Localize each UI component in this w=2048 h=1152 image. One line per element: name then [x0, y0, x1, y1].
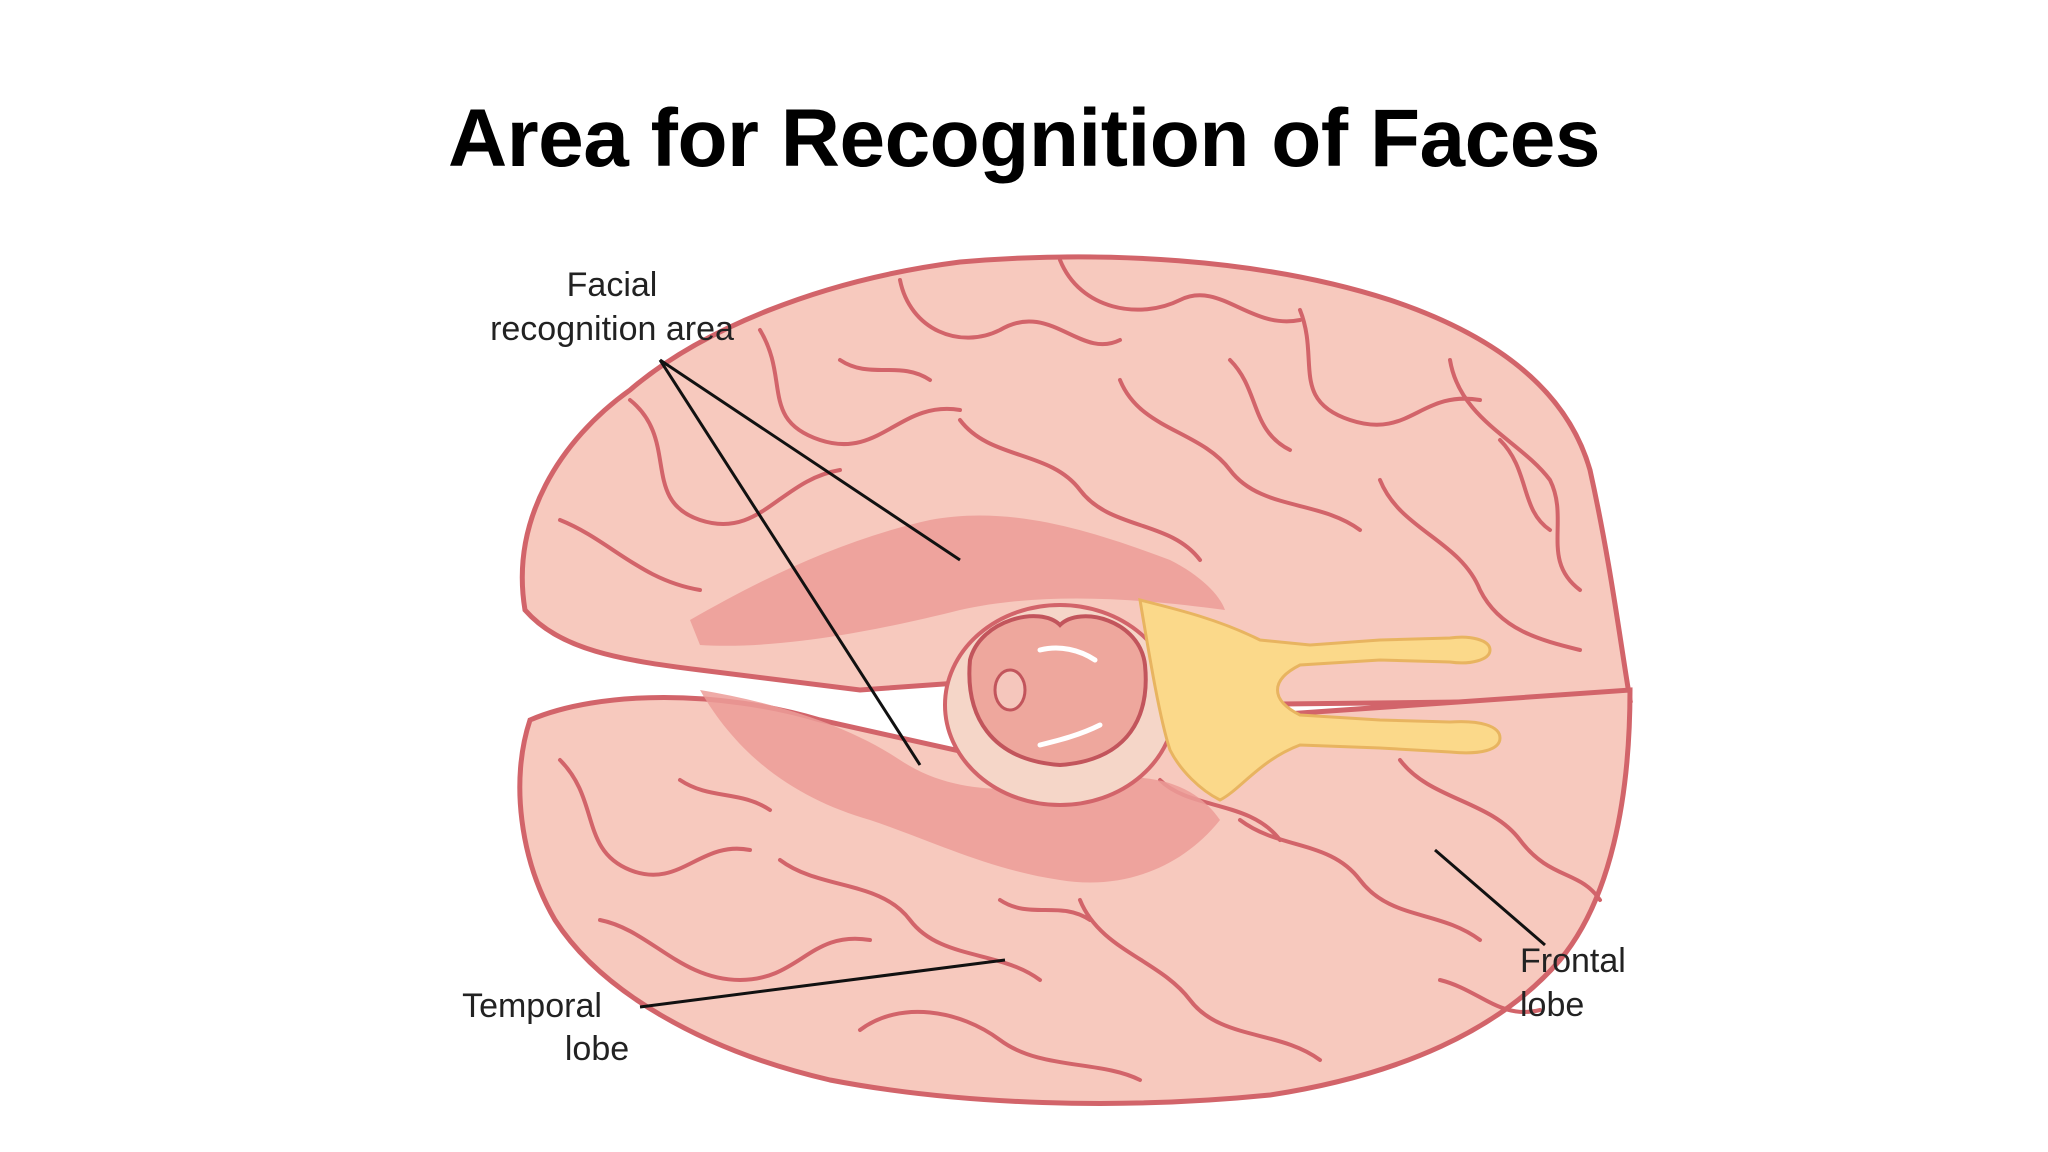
optic-chiasm — [1138, 597, 1502, 802]
midbrain-section — [967, 614, 1148, 768]
label-facial-line2: recognition area — [490, 310, 734, 348]
upper-gyri — [558, 258, 1582, 652]
label-facial-line1: Facial — [567, 266, 658, 304]
facial-area-lower — [700, 690, 1220, 883]
label-frontal-line2: lobe — [1520, 986, 1584, 1024]
label-temporal-line1: Temporal — [462, 987, 602, 1025]
label-frontal-line1: Frontal — [1520, 942, 1626, 980]
leader-lines — [639, 358, 1546, 1009]
label-temporal-line2: lobe — [565, 1030, 629, 1068]
aqueduct — [993, 668, 1027, 712]
slide-title: Area for Recognition of Faces — [448, 93, 1600, 184]
lower-gyri — [558, 758, 1602, 1082]
